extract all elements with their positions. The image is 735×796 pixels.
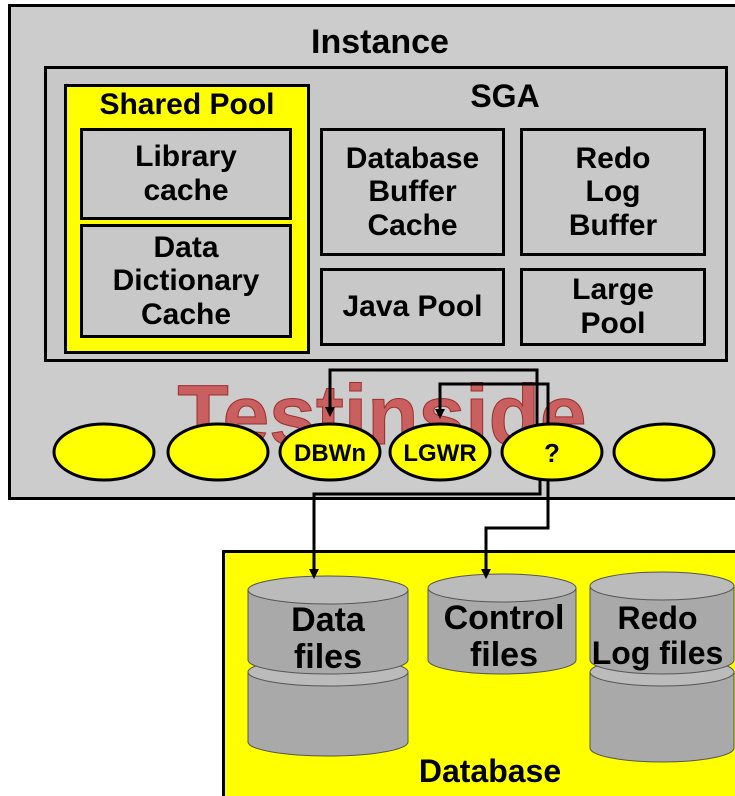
- background-processes: DBWn LGWR ?: [52, 422, 716, 482]
- database-buffer-cache-label: Database Buffer Cache: [345, 141, 480, 242]
- redo-log-files-cylinder: [589, 571, 735, 763]
- large-pool-box: [520, 268, 706, 346]
- database-title: Database: [418, 753, 562, 790]
- data-files-cylinder: [247, 575, 409, 757]
- process-dbwn: DBWn: [278, 422, 382, 482]
- data-files-label: Data files: [291, 600, 365, 676]
- library-cache-box: [80, 128, 292, 220]
- shared-pool-title: Shared Pool: [99, 88, 275, 122]
- library-cache-label: Library cache: [135, 140, 237, 207]
- large-pool-label: Large Pool: [572, 273, 654, 340]
- java-pool-box: [320, 268, 505, 346]
- java-pool-label: Java Pool: [342, 290, 483, 324]
- connector-arrows: [309, 368, 550, 579]
- sga-title: SGA: [470, 78, 540, 115]
- control-files-label: Control files: [443, 598, 565, 674]
- process-1: [52, 422, 156, 482]
- redo-log-buffer-label: Redo Log Buffer: [568, 141, 658, 242]
- redo-log-buffer-box: [520, 128, 706, 256]
- data-dictionary-cache-label: Data Dictionary Cache: [112, 230, 260, 331]
- process-unknown: ?: [500, 422, 604, 482]
- process-dbwn-label: DBWn: [294, 440, 366, 467]
- process-unknown-label: ?: [544, 438, 560, 468]
- process-lgwr-label: LGWR: [403, 440, 476, 467]
- process-lgwr: LGWR: [388, 422, 492, 482]
- database-buffer-cache-box: [320, 128, 505, 256]
- process-2: [166, 422, 270, 482]
- instance-title: Instance: [311, 22, 449, 61]
- process-6: [612, 422, 716, 482]
- redo-log-files-label: Redo Log files: [591, 599, 724, 671]
- control-files-cylinder: [427, 573, 577, 675]
- data-dictionary-cache-box: [80, 224, 292, 338]
